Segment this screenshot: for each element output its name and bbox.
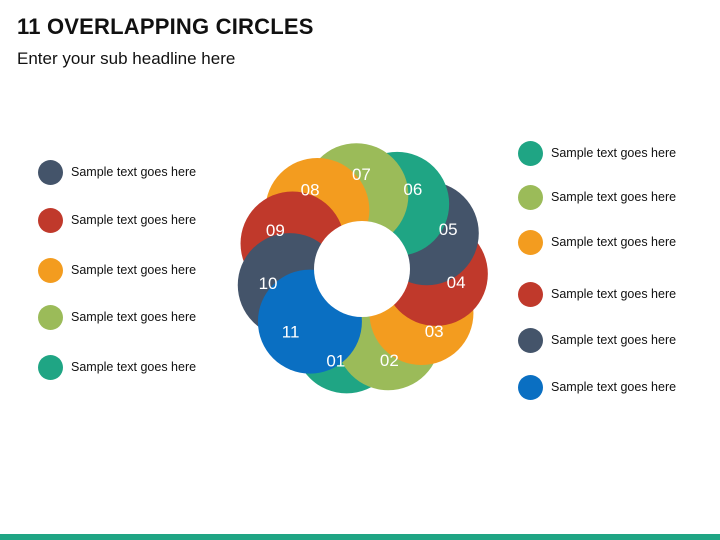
page-title: 11 OVERLAPPING CIRCLES xyxy=(17,14,314,39)
right-legend-item: Sample text goes here xyxy=(518,281,676,307)
legend-dot xyxy=(518,229,543,255)
legend-dot xyxy=(38,207,63,233)
bottom-accent-bar xyxy=(0,534,720,540)
circle-label-02: 02 xyxy=(380,351,399,370)
legend-text: Sample text goes here xyxy=(551,380,677,394)
page-subtitle: Enter your sub headline here xyxy=(17,49,236,68)
legend-dot xyxy=(518,327,543,353)
right-legend-item: Sample text goes here xyxy=(518,374,676,400)
legend-dot xyxy=(518,374,543,400)
circle-label-09: 09 xyxy=(266,221,285,240)
circle-label-10: 10 xyxy=(259,274,278,293)
overlapping-circles-diagram: 01 02 03 04 05 06 07 08 09 10 11 xyxy=(237,143,488,394)
circle-label-08: 08 xyxy=(301,180,320,199)
circle-label-06: 06 xyxy=(403,180,422,199)
circle-label-04: 04 xyxy=(447,273,466,292)
legend-dot xyxy=(38,354,63,380)
legend-text: Sample text goes here xyxy=(71,360,197,374)
left-legend-item: Sample text goes here xyxy=(38,304,196,330)
circle-label-11: 11 xyxy=(282,323,300,342)
left-legend-item: Sample text goes here xyxy=(38,159,196,185)
legend-text: Sample text goes here xyxy=(551,235,677,249)
legend-text: Sample text goes here xyxy=(71,213,197,227)
legend-text: Sample text goes here xyxy=(71,165,197,179)
left-legend-item: Sample text goes here xyxy=(38,207,196,233)
circle-label-05: 05 xyxy=(439,220,458,239)
circle-label-07: 07 xyxy=(352,165,371,184)
circle-label-01: 01 xyxy=(326,351,345,370)
center-hole xyxy=(314,221,410,317)
legend-dot xyxy=(38,304,63,330)
legend-text: Sample text goes here xyxy=(551,333,677,347)
circle-label-03: 03 xyxy=(425,322,444,341)
legend-dot xyxy=(38,257,63,283)
legend-text: Sample text goes here xyxy=(551,287,677,301)
right-legend-item: Sample text goes here xyxy=(518,229,676,255)
legend-dot xyxy=(38,159,63,185)
right-legend-item: Sample text goes here xyxy=(518,327,676,353)
legend-text: Sample text goes here xyxy=(551,146,677,160)
left-legend-item: Sample text goes here xyxy=(38,257,196,283)
right-legend-item: Sample text goes here xyxy=(518,140,676,166)
legend-dot xyxy=(518,140,543,166)
legend-dot xyxy=(518,184,543,210)
legend-text: Sample text goes here xyxy=(71,263,197,277)
legend-dot xyxy=(518,281,543,307)
right-legend-item: Sample text goes here xyxy=(518,184,676,210)
legend-text: Sample text goes here xyxy=(551,190,677,204)
legend-text: Sample text goes here xyxy=(71,310,197,324)
left-legend-item: Sample text goes here xyxy=(38,354,196,380)
